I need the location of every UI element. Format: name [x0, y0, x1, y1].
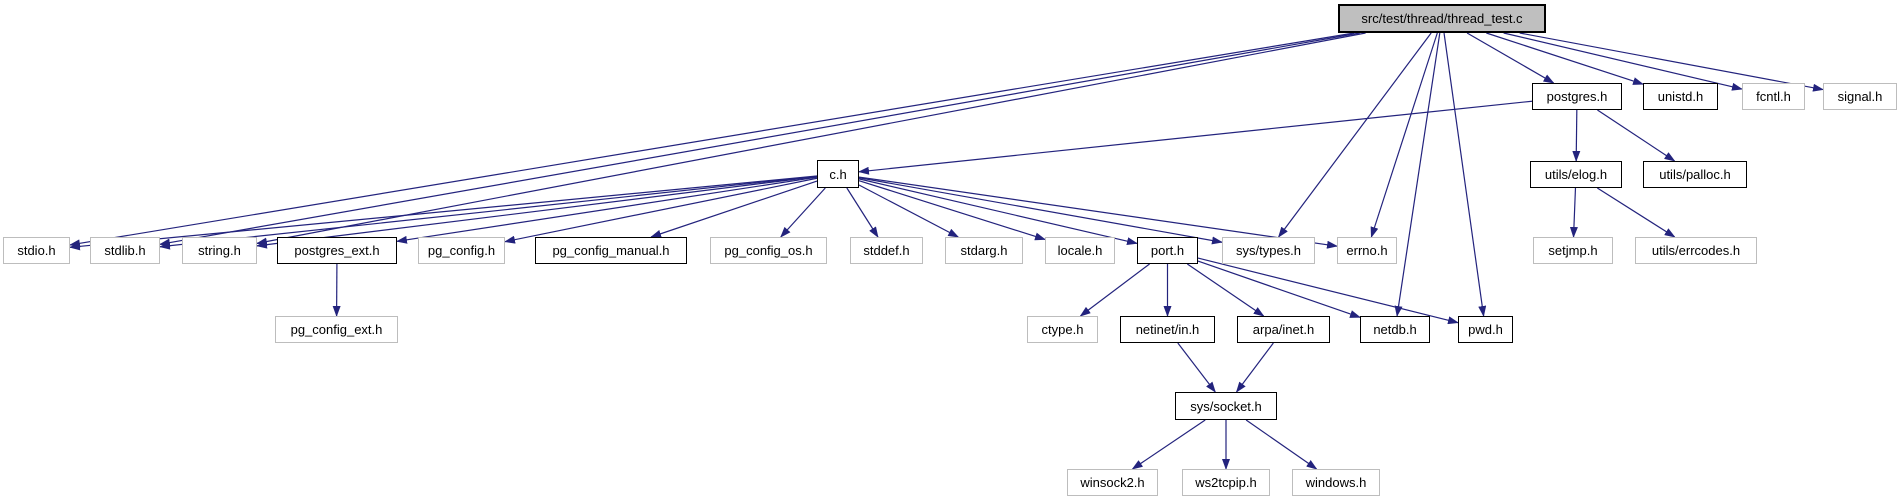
- edge-c_h-to-pg_config_h: [504, 177, 818, 244]
- node-ctype_h: ctype.h: [1027, 316, 1098, 343]
- edge-c_h-to-sys_types_h: [858, 177, 1223, 245]
- edge-thread_test_c-to-string_h: [256, 32, 1366, 246]
- node-stddef_h: stddef.h: [850, 237, 923, 264]
- edge-thread_test_c-to-postgres_h: [1466, 32, 1555, 84]
- node-sys_socket_h[interactable]: sys/socket.h: [1175, 392, 1277, 420]
- edge-postgres_h-to-utils_elog_h: [1572, 109, 1581, 162]
- edge-thread_test_c-to-sys_types_h: [1277, 32, 1432, 238]
- edge-thread_test_c-to-stdlib_h: [159, 32, 1360, 247]
- edge-thread_test_c-to-signal_h: [1519, 32, 1824, 92]
- node-pg_config_os_h: pg_config_os.h: [710, 237, 827, 264]
- edge-utils_elog_h-to-setjmp_h: [1569, 187, 1578, 238]
- edge-c_h-to-pg_config_os_h: [780, 187, 826, 238]
- node-winsock2_h: winsock2.h: [1067, 469, 1158, 496]
- node-pwd_h[interactable]: pwd.h: [1458, 316, 1513, 343]
- edge-thread_test_c-to-errno_h: [1370, 32, 1438, 238]
- edge-port_h-to-ctype_h: [1079, 263, 1150, 317]
- edge-thread_test_c-to-stdio_h: [69, 32, 1355, 248]
- node-arpa_inet_h[interactable]: arpa/inet.h: [1237, 316, 1330, 343]
- edge-c_h-to-stddef_h: [846, 187, 879, 238]
- edge-thread_test_c-to-fcntl_h: [1503, 32, 1743, 91]
- edge-sys_socket_h-to-winsock2_h: [1131, 419, 1206, 470]
- node-ws2tcpip_h: ws2tcpip.h: [1182, 469, 1270, 496]
- node-utils_elog_h[interactable]: utils/elog.h: [1530, 161, 1622, 188]
- node-stdio_h: stdio.h: [3, 237, 70, 264]
- node-stdlib_h: stdlib.h: [90, 237, 160, 264]
- edge-port_h-to-arpa_inet_h: [1186, 263, 1265, 317]
- edge-port_h-to-pwd_h: [1197, 257, 1459, 325]
- node-signal_h: signal.h: [1823, 83, 1897, 110]
- edge-utils_elog_h-to-utils_errcodes_h: [1596, 187, 1676, 238]
- edge-netinet_in_h-to-sys_socket_h: [1177, 342, 1216, 393]
- node-thread_test_c: src/test/thread/thread_test.c: [1338, 4, 1546, 33]
- node-port_h[interactable]: port.h: [1137, 237, 1198, 264]
- node-utils_errcodes_h: utils/errcodes.h: [1635, 237, 1757, 264]
- edge-c_h-to-string_h: [256, 176, 818, 249]
- node-stdarg_h: stdarg.h: [945, 237, 1023, 264]
- node-postgres_ext_h[interactable]: postgres_ext.h: [277, 237, 397, 264]
- node-pg_config_ext_h: pg_config_ext.h: [275, 316, 398, 343]
- edge-thread_test_c-to-netdb_h: [1394, 32, 1441, 317]
- node-windows_h: windows.h: [1292, 469, 1380, 496]
- edge-c_h-to-errno_h: [858, 176, 1338, 249]
- node-string_h: string.h: [182, 237, 257, 264]
- edge-c_h-to-port_h: [858, 178, 1138, 246]
- node-errno_h: errno.h: [1337, 237, 1397, 264]
- node-sys_types_h: sys/types.h: [1222, 237, 1315, 264]
- node-pg_config_manual_h[interactable]: pg_config_manual.h: [535, 237, 687, 264]
- edge-postgres_h-to-c_h: [858, 100, 1533, 175]
- edge-c_h-to-stdarg_h: [858, 184, 960, 238]
- edge-sys_socket_h-to-windows_h: [1245, 419, 1318, 470]
- node-unistd_h[interactable]: unistd.h: [1643, 83, 1718, 110]
- node-locale_h: locale.h: [1045, 237, 1115, 264]
- node-fcntl_h: fcntl.h: [1742, 83, 1805, 110]
- node-netinet_in_h[interactable]: netinet/in.h: [1120, 316, 1215, 343]
- node-postgres_h[interactable]: postgres.h: [1532, 83, 1622, 110]
- edge-thread_test_c-to-pwd_h: [1443, 32, 1487, 317]
- edge-postgres_h-to-utils_palloc_h: [1597, 109, 1676, 162]
- node-c_h[interactable]: c.h: [817, 160, 859, 188]
- node-pg_config_h: pg_config.h: [418, 237, 505, 264]
- edge-c_h-to-pg_config_manual_h: [650, 180, 818, 238]
- node-netdb_h[interactable]: netdb.h: [1360, 316, 1430, 343]
- node-utils_palloc_h[interactable]: utils/palloc.h: [1643, 161, 1747, 188]
- edge-arpa_inet_h-to-sys_socket_h: [1235, 342, 1274, 393]
- edge-c_h-to-locale_h: [858, 180, 1046, 241]
- edge-port_h-to-netdb_h: [1197, 260, 1361, 318]
- node-setjmp_h: setjmp.h: [1533, 237, 1613, 264]
- edge-c_h-to-postgres_ext_h: [396, 176, 818, 244]
- edge-thread_test_c-to-unistd_h: [1486, 32, 1644, 85]
